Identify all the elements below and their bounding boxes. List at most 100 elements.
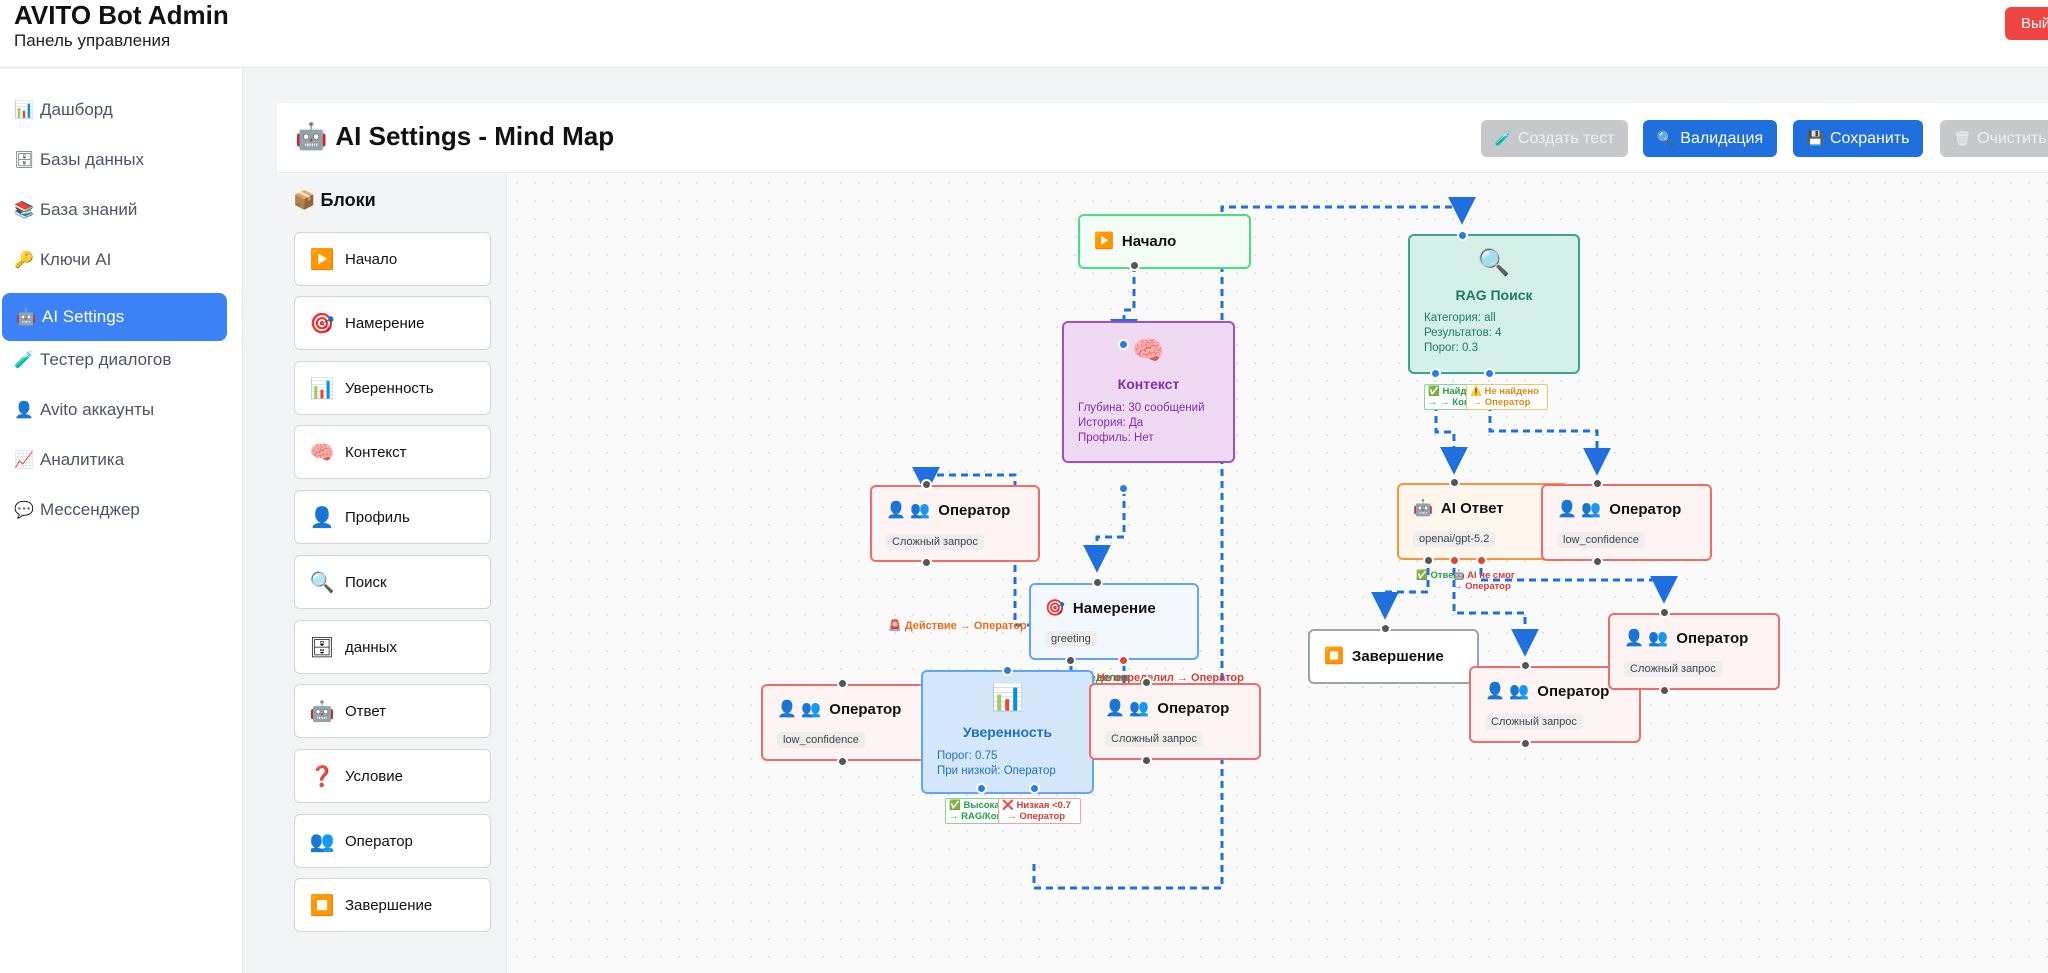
chat-icon: 💬 xyxy=(14,502,34,519)
input-port[interactable] xyxy=(1449,477,1460,488)
block-database[interactable]: 🗄данных xyxy=(294,620,491,674)
sidebar-item-ai-keys[interactable]: 🔑Ключи AI xyxy=(0,236,225,284)
node-tag: Сложный запрос xyxy=(1485,714,1583,730)
edge-label-text: → Контекст xyxy=(1440,397,1483,408)
node-operator-2[interactable]: 👤 👥Оператор low_confidence xyxy=(761,684,931,761)
chart-icon: 📊 xyxy=(14,102,34,119)
create-test-label: Создать тест xyxy=(1517,129,1615,147)
block-label: Намерение xyxy=(345,314,425,332)
node-operator-3[interactable]: 👤 👥Оператор Сложный запрос xyxy=(1089,683,1261,760)
node-tag: low_confidence xyxy=(777,732,865,748)
output-port[interactable] xyxy=(1659,685,1670,696)
sidebar-item-databases[interactable]: 🗄Базы данных xyxy=(0,136,225,184)
output-port[interactable] xyxy=(1520,738,1531,749)
input-port[interactable] xyxy=(1457,230,1468,241)
node-title: Уверенность xyxy=(962,724,1053,740)
floppy-icon: 💾 xyxy=(1806,130,1824,146)
edge-label-ai-error: 🤖 AI не смог→ Оператор xyxy=(1453,570,1515,592)
input-port[interactable] xyxy=(921,479,932,490)
input-port[interactable] xyxy=(1118,339,1129,350)
node-intent[interactable]: 🎯Намерение greeting xyxy=(1029,583,1199,660)
block-search[interactable]: 🔍Поиск xyxy=(294,555,491,609)
sidebar-item-ai-settings[interactable]: 🤖AI Settings xyxy=(2,293,227,341)
block-intent[interactable]: 🎯Намерение xyxy=(294,296,491,350)
block-label: Завершение xyxy=(345,896,433,914)
edge-label-text: → Оператор xyxy=(1007,811,1066,822)
chart-icon: 📊 xyxy=(991,682,1024,712)
output-port-not-found[interactable] xyxy=(1484,368,1495,379)
node-title: Контекст xyxy=(1117,376,1180,392)
node-confidence[interactable]: 📊 Уверенность Порог: 0.75 При низкой: Оп… xyxy=(921,670,1094,794)
output-port-low[interactable] xyxy=(1029,783,1040,794)
sidebar-item-analytics[interactable]: 📈Аналитика xyxy=(0,436,225,484)
context-depth: Глубина: 30 сообщений xyxy=(1078,402,1205,414)
node-context[interactable]: 🧠 Контекст Глубина: 30 сообщений История… xyxy=(1062,321,1235,463)
output-port[interactable] xyxy=(1129,260,1140,271)
block-context[interactable]: 🧠Контекст xyxy=(294,425,491,479)
edge-label-text: → RAG/Контекст xyxy=(949,811,1001,822)
input-port[interactable] xyxy=(1659,607,1670,618)
input-port[interactable] xyxy=(1380,623,1391,634)
context-history: История: Да xyxy=(1078,417,1144,429)
stop-icon: ⏹️ xyxy=(1324,648,1344,665)
users-icon: 👤 👥 xyxy=(777,701,822,718)
output-port-fallback[interactable] xyxy=(1476,555,1487,566)
validate-button[interactable]: 🔍Валидация xyxy=(1643,120,1777,157)
node-operator-6[interactable]: 👤 👥Оператор Сложный запрос xyxy=(1608,613,1780,690)
rag-threshold: Порог: 0.3 xyxy=(1424,342,1479,354)
node-header: ▶️Начало xyxy=(1094,231,1176,251)
input-port[interactable] xyxy=(1002,665,1013,676)
block-finish[interactable]: ⏹️Завершение xyxy=(294,878,491,932)
node-header: 🤖AI Ответ xyxy=(1413,498,1504,518)
output-port[interactable] xyxy=(1065,655,1076,666)
sidebar-item-dashboard[interactable]: 📊Дашборд xyxy=(0,86,225,134)
node-title: Оператор xyxy=(1676,629,1749,647)
input-port[interactable] xyxy=(1520,660,1531,671)
sidebar-item-knowledge[interactable]: 📚База знаний xyxy=(0,186,225,234)
output-port[interactable] xyxy=(1423,555,1434,566)
sidebar-item-avito-accounts[interactable]: 👤Avito аккаунты xyxy=(0,386,225,434)
output-port[interactable] xyxy=(1118,483,1129,494)
output-port-error[interactable] xyxy=(1449,555,1460,566)
output-port[interactable] xyxy=(1141,755,1152,766)
block-operator[interactable]: 👥Оператор xyxy=(294,814,491,868)
block-confidence[interactable]: 📊Уверенность xyxy=(294,361,491,415)
block-profile[interactable]: 👤Профиль xyxy=(294,490,491,544)
node-start[interactable]: ▶️Начало xyxy=(1078,214,1251,269)
node-finish[interactable]: ⏹️Завершение xyxy=(1308,629,1479,684)
save-button[interactable]: 💾Сохранить xyxy=(1793,120,1923,157)
books-icon: 📚 xyxy=(14,202,34,219)
output-port[interactable] xyxy=(921,557,932,568)
edge-rag-ai xyxy=(1434,392,1468,475)
output-port[interactable] xyxy=(837,756,848,767)
top-bar: AVITO Bot Admin Панель управления Вый xyxy=(0,0,2048,68)
clear-button[interactable]: 🗑Очистить xyxy=(1940,120,2048,157)
edge-intent-op1 xyxy=(912,466,1034,627)
block-start[interactable]: ▶️Начало xyxy=(294,232,491,286)
block-answer[interactable]: 🤖Ответ xyxy=(294,684,491,738)
users-icon: 👤 👥 xyxy=(1624,630,1669,647)
context-profile: Профиль: Нет xyxy=(1078,432,1154,444)
output-port-error[interactable] xyxy=(1118,655,1129,666)
trend-icon: 📈 xyxy=(14,452,34,469)
node-title: AI Ответ xyxy=(1440,499,1504,517)
logout-button[interactable]: Вый xyxy=(2005,7,2048,40)
sidebar-item-messenger[interactable]: 💬Мессенджер xyxy=(0,486,225,534)
create-test-button[interactable]: 🧪Создать тест xyxy=(1481,120,1628,157)
block-condition[interactable]: ❓Условие xyxy=(294,749,491,803)
output-port[interactable] xyxy=(1592,556,1603,567)
blocks-palette: 📦 Блоки ▶️Начало 🎯Намерение 📊Уверенность… xyxy=(277,174,507,973)
sidebar-item-dialog-tester[interactable]: 🧪Тестер диалогов xyxy=(0,336,225,384)
node-operator-4[interactable]: 👤 👥Оператор low_confidence xyxy=(1541,484,1712,561)
node-operator-1[interactable]: 👤 👥Оператор Сложный запрос xyxy=(870,485,1040,562)
input-port[interactable] xyxy=(1092,577,1103,588)
block-label: Контекст xyxy=(345,443,407,461)
input-port[interactable] xyxy=(1141,677,1152,688)
input-port[interactable] xyxy=(1592,478,1603,489)
output-port-found[interactable] xyxy=(1430,368,1441,379)
input-port[interactable] xyxy=(837,678,848,689)
mind-map-canvas[interactable]: ▶️Начало 🧠 Контекст Глубина: 30 сообщени… xyxy=(508,174,2048,973)
node-rag-search[interactable]: 🔍 RAG Поиск Категория: all Результатов: … xyxy=(1408,234,1580,374)
robot-icon: 🤖 xyxy=(16,309,36,326)
output-port-high[interactable] xyxy=(976,783,987,794)
